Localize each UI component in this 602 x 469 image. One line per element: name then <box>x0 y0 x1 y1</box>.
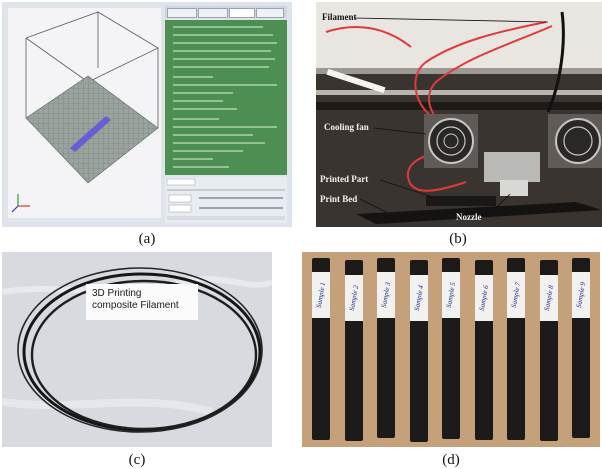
sample-label: Sample 9 <box>572 272 590 318</box>
slicer-controls <box>165 177 287 223</box>
axis-icon <box>11 194 30 213</box>
cooling-fan-left <box>424 114 478 168</box>
3d-viewport <box>8 8 161 218</box>
label-filament: Filament <box>322 12 357 22</box>
filament-tag-line1: 3D Printing <box>92 288 142 299</box>
label-print-bed: Print Bed <box>320 194 358 204</box>
slicer-screenshot-panel <box>2 2 292 227</box>
label-cooling-fan: Cooling fan <box>324 122 369 132</box>
caption-c: (c) <box>128 452 146 468</box>
filament-tag-line2: composite Filament <box>92 300 179 311</box>
printed-strip <box>70 116 111 152</box>
sample-label: Sample 4 <box>409 275 428 321</box>
caption-d: (d) <box>442 452 460 468</box>
print-bed-shape <box>356 202 602 224</box>
printer-photo-illustration <box>316 2 602 227</box>
slicer-tab-bar <box>165 6 287 18</box>
nozzle-block <box>500 180 528 196</box>
sample-label: Sample 1 <box>312 272 330 318</box>
gcode-view <box>165 20 287 175</box>
sample-label: Sample 2 <box>344 275 363 321</box>
sample-label: Sample 5 <box>442 272 460 318</box>
build-volume-illustration <box>11 11 159 213</box>
filament-bag-panel: 3D Printing composite Filament <box>2 252 272 447</box>
tab-2 <box>198 8 228 18</box>
caption-a: (a) <box>138 231 156 247</box>
samples-panel: Sample 1 Sample 2 Sample 3 Sample 4 Sample 5… <box>302 252 600 447</box>
filament-tag: 3D Printing composite Filament <box>86 284 198 320</box>
cooling-fan-right <box>548 114 602 168</box>
sample-label: Sample 6 <box>474 275 493 321</box>
sample-label: Sample 8 <box>539 275 558 321</box>
tab-4 <box>256 8 284 18</box>
printed-part-shape <box>426 196 496 206</box>
sample-label: Sample 3 <box>377 272 395 318</box>
tab-1 <box>167 8 197 18</box>
label-printed-part: Printed Part <box>320 174 369 184</box>
tab-3 <box>229 8 255 18</box>
caption-b: (b) <box>449 231 467 247</box>
sample-label: Sample 7 <box>507 272 525 318</box>
label-nozzle: Nozzle <box>456 212 482 222</box>
printer-photo-panel: Filament Cooling fan Printed Part Print … <box>316 2 602 227</box>
filament-coil-illustration <box>2 252 272 447</box>
